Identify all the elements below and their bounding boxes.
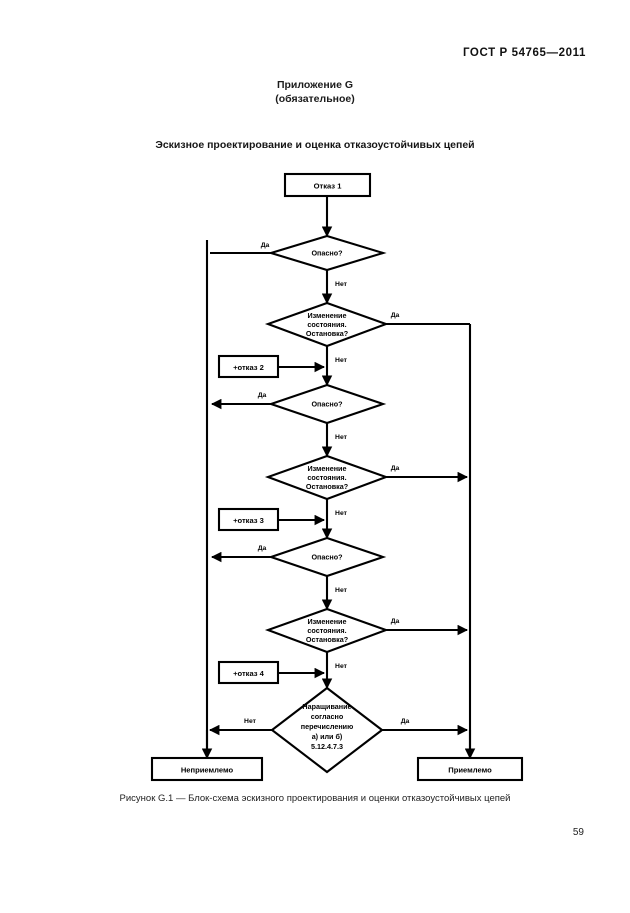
stop3-no-label: Нет [335,663,348,670]
stop2-yes-label: Да [391,465,400,472]
node-decision-hazard3[interactable]: Опасно? Да Нет [258,536,387,594]
stop2-no-label: Нет [335,510,348,517]
hazard1-no-label: Нет [335,281,348,288]
stop1-label-line2: состояния. [307,320,346,329]
flowchart-diagram: Отказ 1 Опасно? Да Нет Изменение состоян… [150,172,524,782]
node-decision-stop1[interactable]: Изменение состояния. Остановка? Да Нет [264,301,400,364]
stop3-label-line1: Изменение [308,617,347,626]
growth-label-line4: а) или б) [312,732,343,741]
stop2-label-line1: Изменение [308,464,347,473]
standard-header: ГОСТ Р 54765—2011 [462,47,586,59]
reject-label: Неприемлемо [181,766,234,775]
growth-label-line3: перечислению [301,722,354,731]
inject4-box [217,660,280,685]
stop3-label-line2: состояния. [307,626,346,635]
hazard3-diamond [267,536,387,578]
hazard2-diamond [267,383,387,425]
inject2-label: +отказ 2 [233,363,264,372]
growth-label-line1: Наращивание [302,702,351,711]
inject3-box [217,507,280,532]
annex-heading: Приложение G (обязательное) [0,78,630,106]
hazard2-no-label: Нет [335,434,348,441]
inject4-label: +отказ 4 [233,669,265,678]
hazard3-yes-label: Да [258,545,267,552]
page-number: 59 [572,827,584,838]
node-decision-hazard2[interactable]: Опасно? Да Нет [258,383,387,441]
stop1-no-label: Нет [335,357,348,364]
inject3-label: +отказ 3 [233,516,264,525]
node-injection-2[interactable]: +отказ 2 [217,354,280,379]
inject2-box [217,354,280,379]
stop3-yes-label: Да [391,618,400,625]
reject-box [150,756,264,782]
accept-box [416,756,524,782]
node-terminal-reject[interactable]: Неприемлемо [150,756,264,782]
hazard3-label: Опасно? [311,553,342,562]
node-decision-stop2[interactable]: Изменение состояния. Остановка? Да Нет [264,454,400,517]
node-decision-hazard1[interactable]: Опасно? Да Нет [261,234,387,288]
stop3-diamond [264,607,390,654]
section-title: Эскизное проектирование и оценка отказоу… [155,139,475,151]
stop1-diamond [264,301,390,348]
node-decision-growth[interactable]: Наращивание согласно перечислению а) или… [244,686,410,774]
hazard3-no-label: Нет [335,587,348,594]
node-injection-4[interactable]: +отказ 4 [217,660,280,685]
node-terminal-accept[interactable]: Приемлемо [416,756,524,782]
hazard1-diamond [267,234,387,272]
stop2-label-line3: Остановка? [306,482,348,491]
stop1-yes-label: Да [391,312,400,319]
node-injection-3[interactable]: +отказ 3 [217,507,280,532]
hazard1-label: Опасно? [311,249,342,258]
hazard1-yes-label: Да [261,242,270,249]
hazard2-yes-label: Да [258,392,267,399]
stop1-label-line1: Изменение [308,311,347,320]
growth-label-line5: 5.12.4.7.3 [311,742,343,751]
start-box [283,172,372,198]
stop3-label-line3: Остановка? [306,635,348,644]
growth-yes-label: Да [401,718,410,725]
node-decision-stop3[interactable]: Изменение состояния. Остановка? Да Нет [264,607,400,670]
accept-label: Приемлемо [448,766,492,775]
stop2-label-line2: состояния. [307,473,346,482]
growth-label-line2: согласно [311,712,344,721]
growth-diamond [270,686,384,774]
annex-subtitle: (обязательное) [275,93,355,105]
annex-title: Приложение G [276,79,354,91]
figure-caption: Рисунок G.1 — Блок-схема эскизного проек… [119,793,511,804]
hazard2-label: Опасно? [311,400,342,409]
stop1-label-line3: Остановка? [306,329,348,338]
start-label: Отказ 1 [314,182,343,191]
growth-no-label: Нет [244,718,257,725]
node-start[interactable]: Отказ 1 [283,172,372,198]
stop2-diamond [264,454,390,501]
